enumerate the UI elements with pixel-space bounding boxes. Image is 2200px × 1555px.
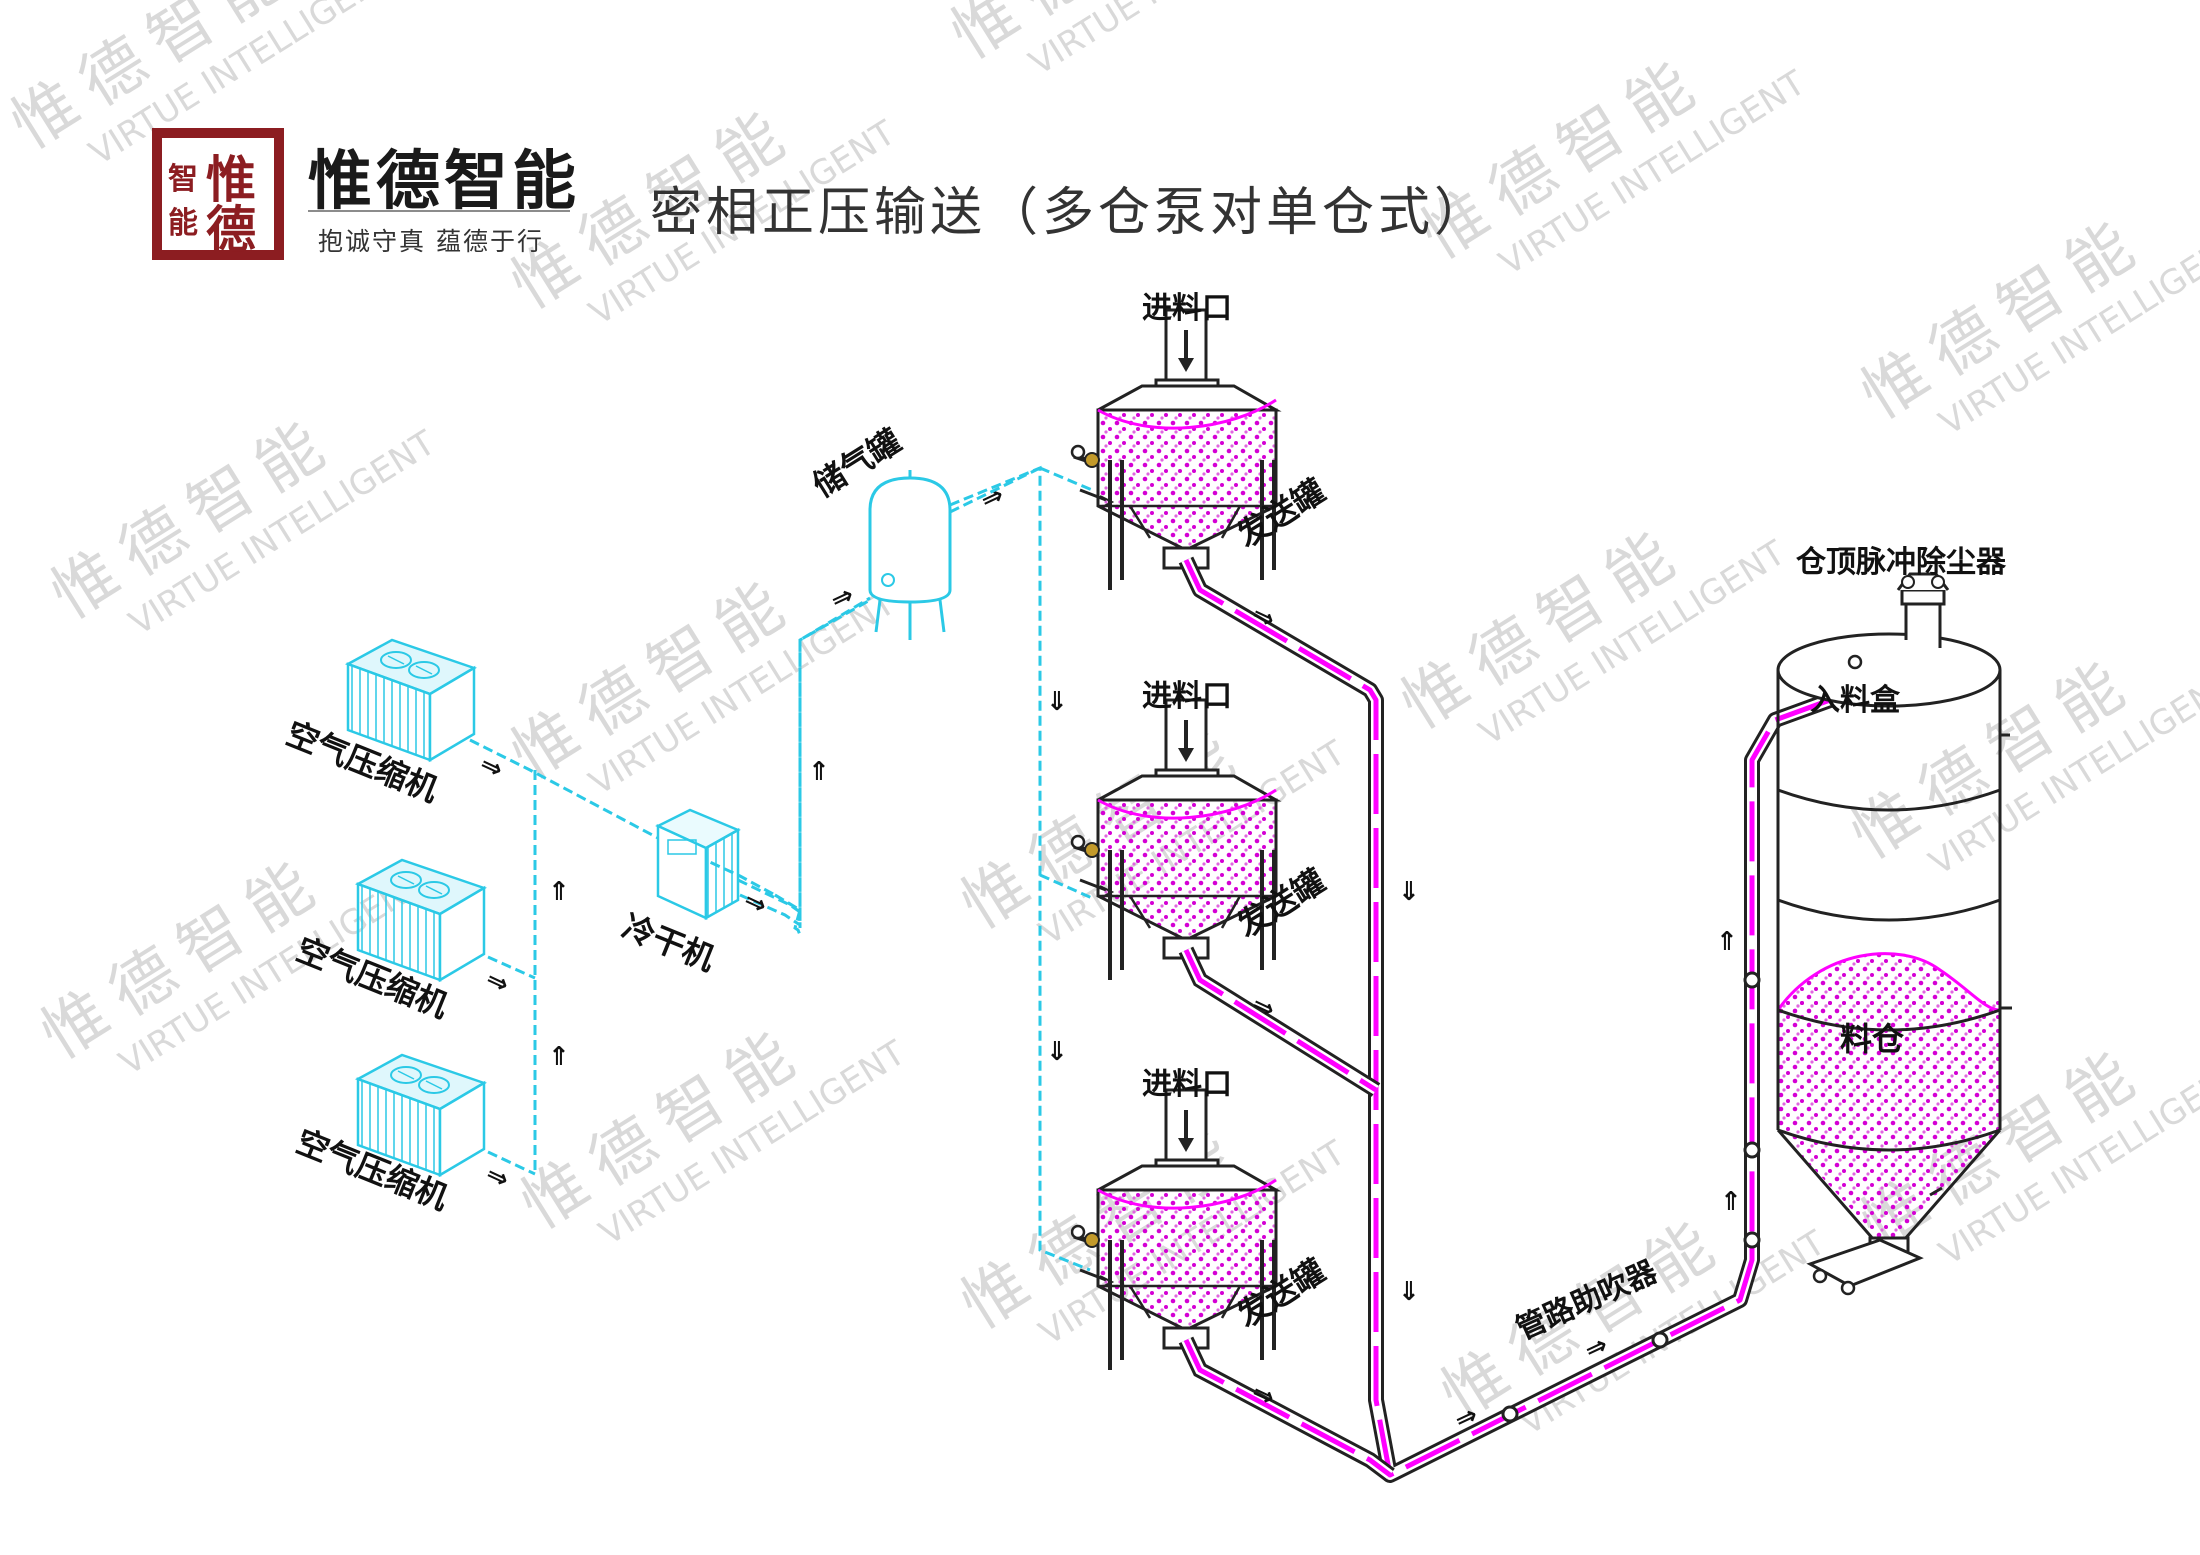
brand-name: 惟德智能: [308, 145, 580, 219]
label-dust-collector: 仓顶脉冲除尘器: [1796, 545, 2007, 580]
svg-text:⇑: ⇑: [808, 757, 830, 787]
silo: [1776, 572, 2012, 1296]
svg-text:⇑: ⇑: [548, 877, 570, 907]
svg-text:⇓: ⇓: [1398, 877, 1420, 907]
label-silo: 料仓: [1840, 1020, 1905, 1058]
svg-text:⇓: ⇓: [1046, 1037, 1068, 1067]
cold-dryer: [655, 808, 741, 921]
svg-text:⇑: ⇑: [548, 1042, 570, 1072]
svg-text:⇑: ⇑: [1720, 1187, 1742, 1217]
label-inlet-2: 进料口: [1142, 679, 1232, 714]
pipe-booster-nodes: [1501, 971, 1761, 1423]
gas-storage-tank: [868, 470, 952, 640]
label-feed-box: 入料盒: [1810, 683, 1901, 718]
svg-text:⇒: ⇒: [481, 964, 513, 1000]
air-main-line: [737, 466, 1041, 915]
compressor-1: [346, 638, 476, 762]
seal-char: 智: [168, 162, 198, 197]
seal-char: 能: [168, 206, 198, 241]
page-title: 密相正压输送（多仓泵对单仓式）: [650, 183, 1491, 243]
material-pipeline: [1178, 556, 1833, 1483]
label-inlet-1: 进料口: [1142, 291, 1232, 326]
brand-seal-logo: 智 惟 能 德: [152, 128, 284, 260]
label-inlet-3: 进料口: [1142, 1067, 1232, 1102]
svg-text:⇓: ⇓: [1046, 687, 1068, 717]
svg-text:⇒: ⇒: [475, 749, 507, 785]
svg-text:⇓: ⇓: [1398, 1277, 1420, 1307]
brand-divider: [308, 210, 570, 212]
seal-char: 德: [206, 200, 256, 259]
brand-slogan: 抱诚守真 蕴德于行: [318, 227, 544, 256]
svg-text:⇑: ⇑: [1716, 927, 1738, 957]
svg-text:⇒: ⇒: [481, 1159, 513, 1195]
seal-char: 惟: [206, 150, 256, 209]
